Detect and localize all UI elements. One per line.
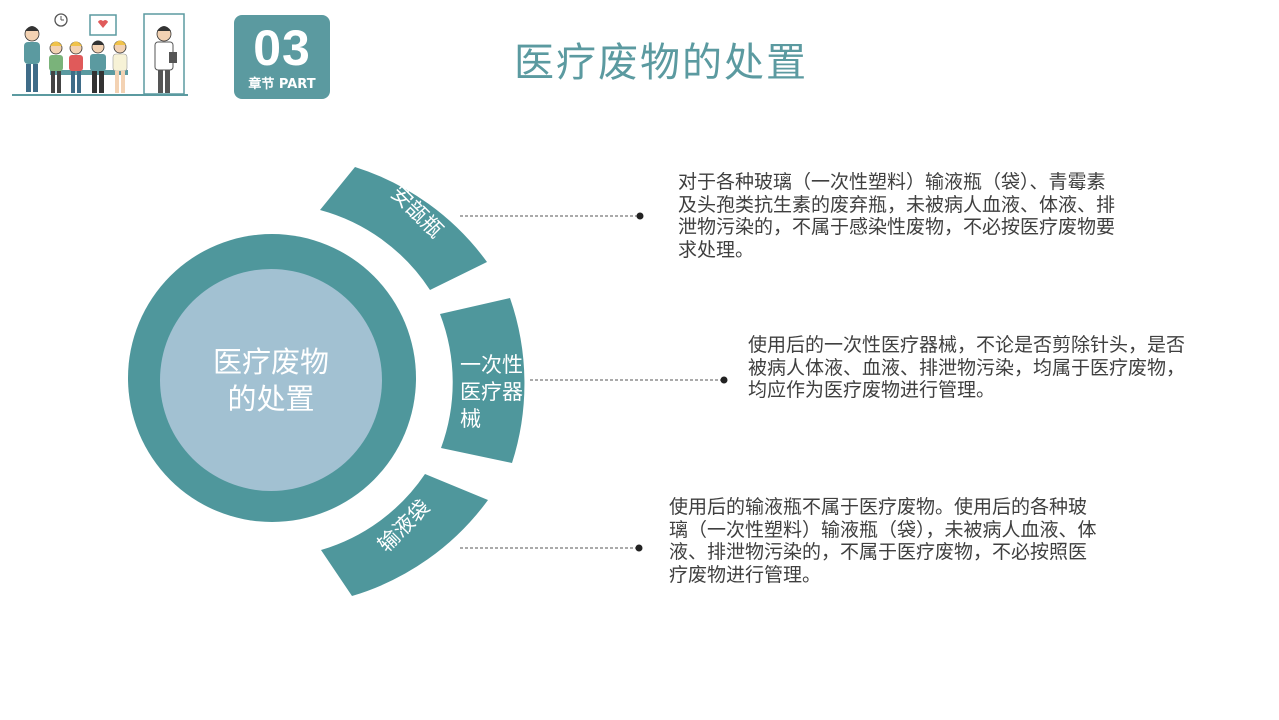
description-disposable-devices: 使用后的一次性医疗器械，不论是否剪除针头，是否被病人体液、血液、排泄物污染，均属… (748, 334, 1186, 401)
segment-label-disposable-devices: 一次性医疗器械 (460, 353, 523, 431)
page-title: 医疗废物的处置 (514, 40, 808, 86)
description-ampoule: 对于各种玻璃（一次性塑料）输液瓶（袋）、青霉素及头孢类抗生素的废弃瓶，未被病人血… (678, 171, 1116, 261)
section-label: 章节 PART (248, 77, 316, 92)
connector-dot-3 (635, 544, 643, 552)
segment-infusion-bag (321, 474, 488, 596)
inner-circle (160, 269, 382, 491)
people-illustration (12, 13, 188, 96)
section-number: 03 (253, 20, 311, 76)
segment-disposable-devices (440, 298, 525, 463)
connector-dot-2 (720, 376, 728, 384)
description-infusion-bag: 使用后的输液瓶不属于医疗废物。使用后的各种玻璃（一次性塑料）输液瓶（袋），未被病… (669, 496, 1097, 586)
center-label: 医疗废物的处置 (212, 345, 329, 416)
section-badge: 03 章节 PART (234, 15, 330, 99)
connector-dot-1 (636, 212, 644, 220)
segment-ampoule (320, 167, 487, 290)
